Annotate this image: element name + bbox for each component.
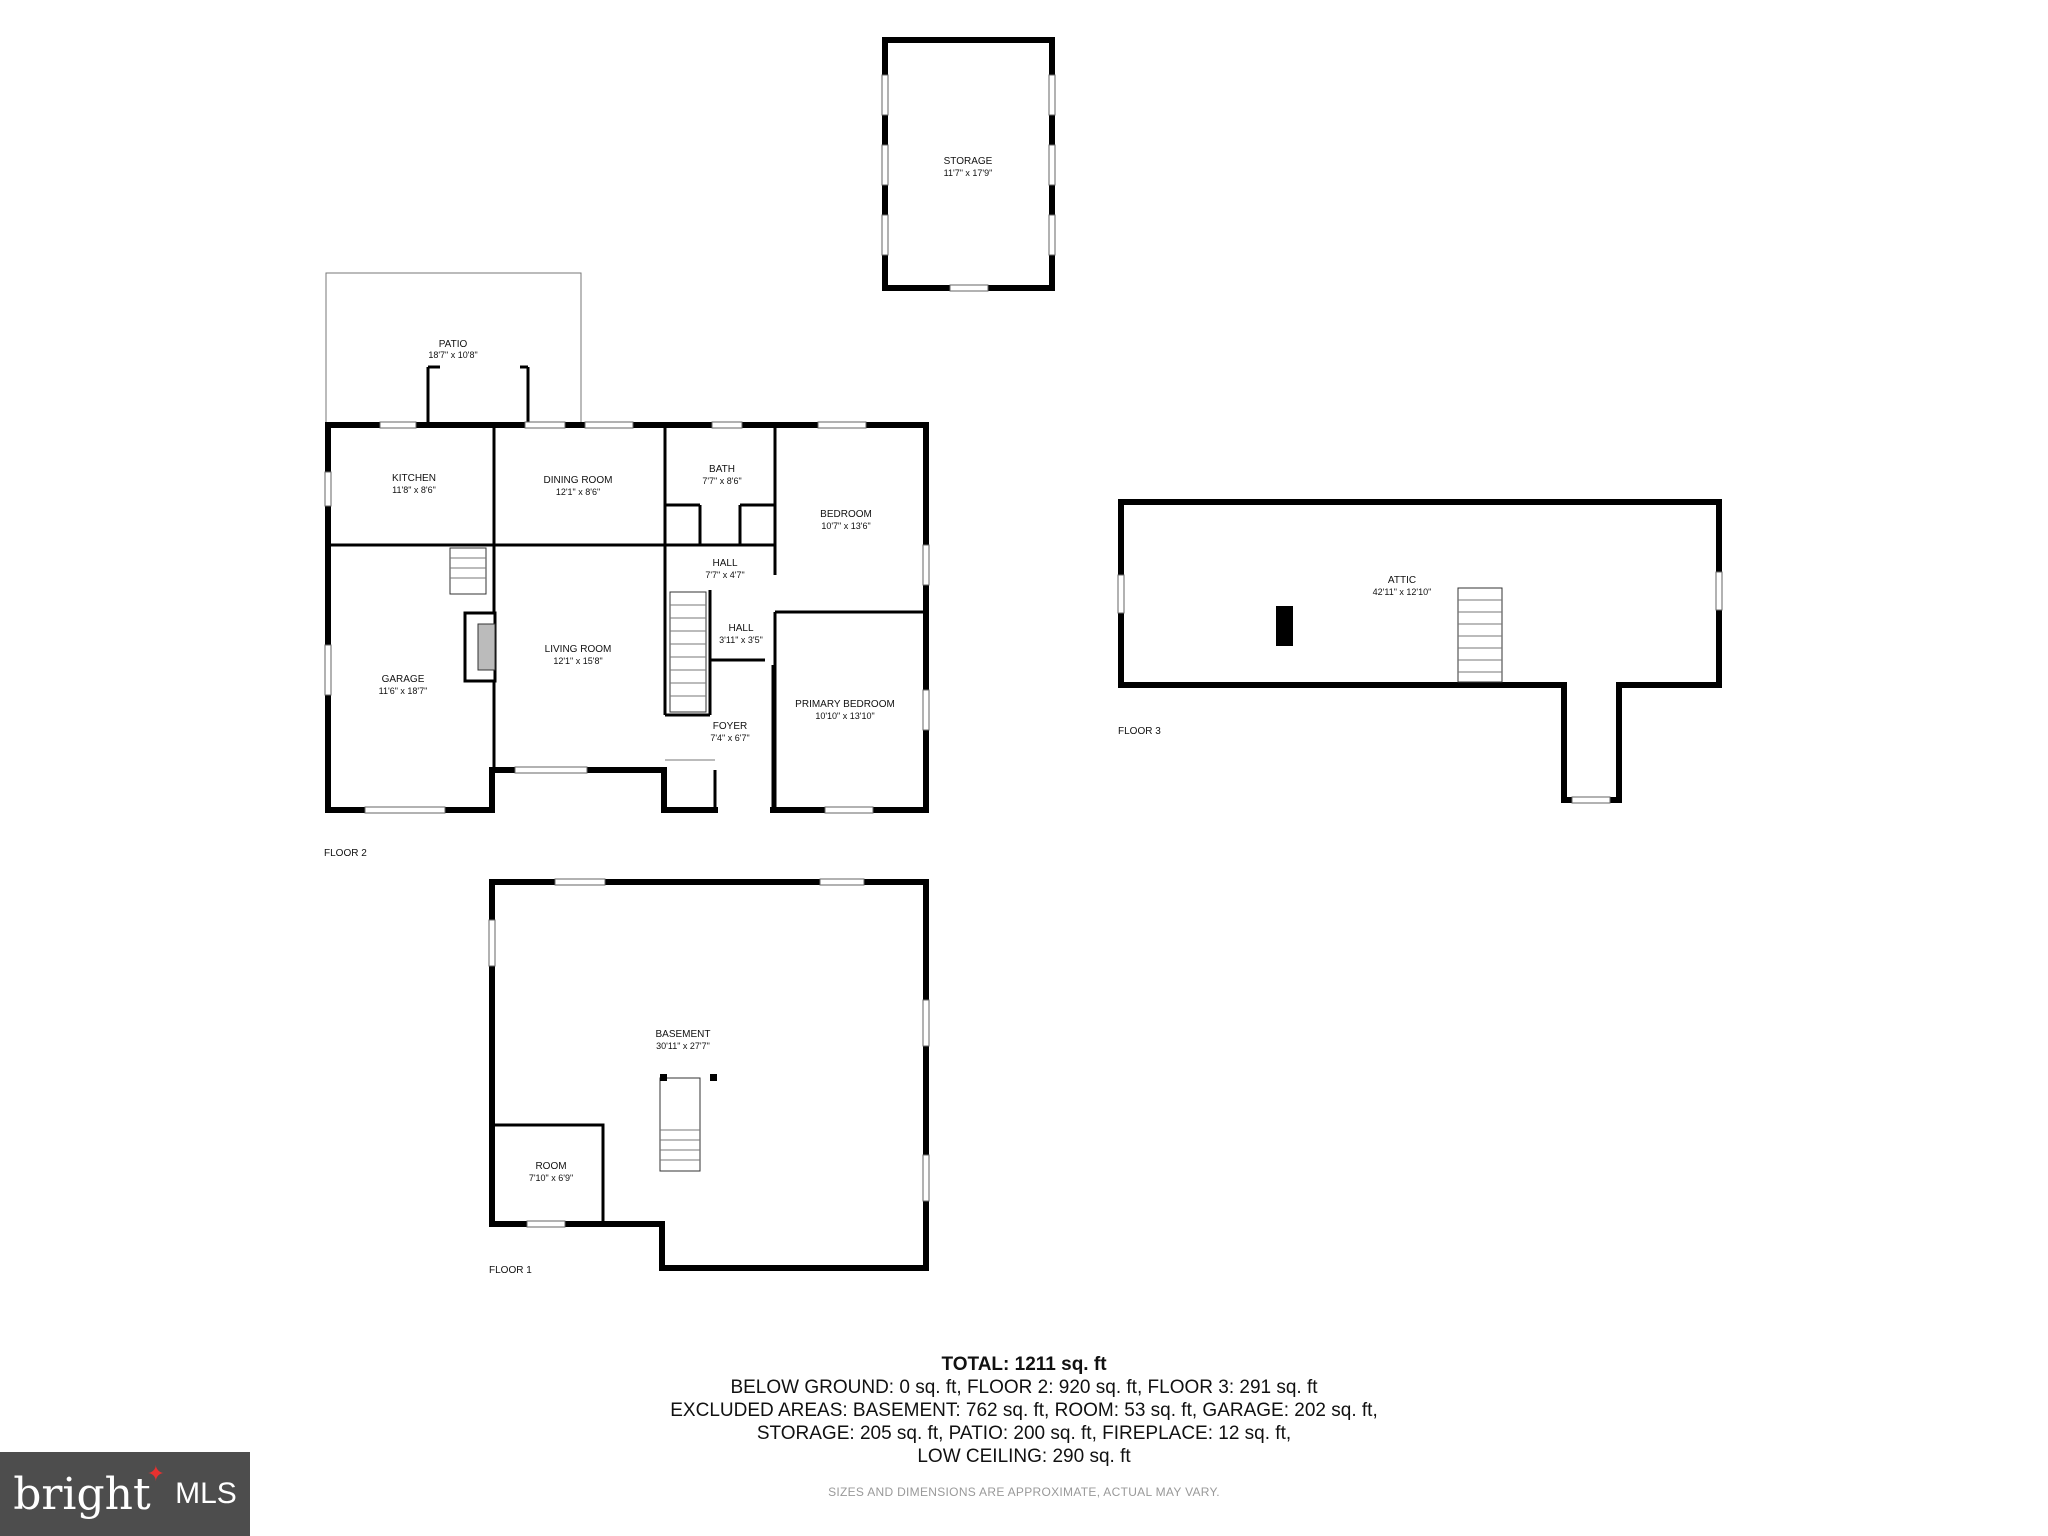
disclaimer-text: SIZES AND DIMENSIONS ARE APPROXIMATE, AC… [828, 1485, 1220, 1499]
attic-dim: 42'11" x 12'10" [1373, 587, 1432, 597]
hall-small-name: HALL [728, 623, 753, 634]
summary-line-1: BELOW GROUND: 0 sq. ft, FLOOR 2: 920 sq.… [730, 1377, 1318, 1398]
hall-dim: 7'7" x 4'7" [705, 570, 744, 580]
storage-name: STORAGE [944, 156, 993, 167]
floor2-walls [324, 421, 930, 814]
basement-dim: 30'11" x 27'7" [656, 1041, 710, 1051]
primary-bedroom-dim: 10'10" x 13'10" [815, 711, 874, 721]
foyer-dim: 7'4" x 6'7" [710, 733, 749, 743]
total-area: TOTAL: 1211 sq. ft [941, 1354, 1107, 1375]
basement-name: BASEMENT [655, 1029, 710, 1040]
living-room-name: LIVING ROOM [545, 644, 612, 655]
storage-outline [881, 37, 1056, 292]
summary-line-2: EXCLUDED AREAS: BASEMENT: 762 sq. ft, RO… [670, 1400, 1378, 1421]
patio-outline [325, 272, 582, 423]
bath-dim: 7'7" x 8'6" [702, 476, 741, 486]
hall-name: HALL [712, 558, 737, 569]
bath-name: BATH [709, 464, 735, 475]
room-dim: 7'10" x 6'9" [529, 1173, 573, 1183]
bright-mls-logo: bright ✦ MLS [0, 1452, 250, 1536]
primary-bedroom-name: PRIMARY BEDROOM [795, 699, 895, 710]
garage-dim: 11'6" x 18'7" [379, 686, 428, 696]
attic-name: ATTIC [1388, 575, 1416, 586]
dining-room-name: DINING ROOM [544, 475, 613, 486]
garage-name: GARAGE [382, 674, 425, 685]
area-summary: TOTAL: 1211 sq. ft BELOW GROUND: 0 sq. f… [0, 1353, 2048, 1468]
logo-spark-icon: ✦ [146, 1461, 166, 1486]
patio-name: PATIO [439, 339, 468, 350]
summary-line-3: STORAGE: 205 sq. ft, PATIO: 200 sq. ft, … [756, 1423, 1292, 1444]
living-room-dim: 12'1" x 15'8" [553, 656, 602, 666]
logo-word: bright [13, 1468, 151, 1520]
summary-line-4: LOW CEILING: 290 sq. ft [917, 1446, 1131, 1467]
basement-outline [488, 878, 930, 1271]
hall-small-dim: 3'11" x 3'5" [719, 635, 763, 645]
floor3-label: FLOOR 3 [1118, 726, 1161, 737]
room-name: ROOM [535, 1161, 566, 1172]
attic-outline [1117, 499, 1723, 804]
dining-room-dim: 12'1" x 8'6" [556, 487, 600, 497]
floor1-label: FLOOR 1 [489, 1265, 532, 1276]
bedroom-dim: 10'7" x 13'6" [821, 521, 870, 531]
floor2-label: FLOOR 2 [324, 848, 367, 859]
foyer-name: FOYER [713, 721, 747, 732]
kitchen-name: KITCHEN [392, 473, 436, 484]
kitchen-dim: 11'8" x 8'6" [392, 485, 436, 495]
storage-dim: 11'7" x 17'9" [944, 168, 993, 178]
patio-dim: 18'7" x 10'8" [428, 350, 477, 360]
bedroom-name: BEDROOM [820, 509, 872, 520]
logo-suffix: MLS [175, 1477, 237, 1510]
